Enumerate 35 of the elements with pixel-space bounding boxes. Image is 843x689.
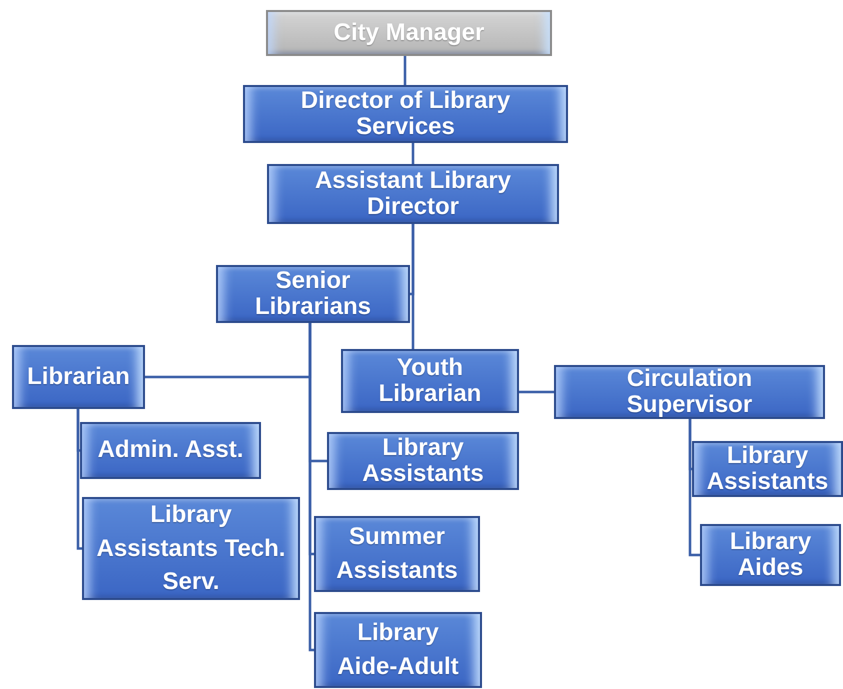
position-box	[554, 365, 825, 419]
position-title: Library Assistants Tech. Serv.	[96, 500, 286, 598]
position-title: Summer Assistants	[335, 522, 459, 586]
connector-line	[519, 390, 554, 394]
position-title: City Manager	[334, 20, 484, 46]
position-box	[216, 265, 410, 323]
position-title: Librarian	[27, 364, 130, 390]
position-box	[692, 441, 843, 497]
position-box	[82, 497, 300, 600]
position-box	[80, 422, 261, 479]
position-title: Circulation Supervisor	[626, 366, 754, 418]
position-title: Assistant Library Director	[314, 168, 512, 220]
position-title: Library Aides	[728, 528, 812, 582]
position-box	[700, 524, 841, 586]
position-box	[267, 164, 559, 224]
position-title: Library Assistants	[361, 434, 485, 488]
position-box	[314, 516, 480, 592]
position-box	[314, 612, 482, 688]
position-title: Senior Librarians	[254, 268, 372, 320]
position-title: Youth Librarian	[378, 354, 482, 408]
connector-line	[76, 409, 82, 550]
position-box	[327, 432, 519, 490]
position-box	[12, 345, 145, 409]
connector-line	[308, 323, 314, 652]
connector-line	[412, 224, 414, 349]
connector-line	[404, 56, 406, 85]
connector-line	[412, 143, 414, 164]
connector-line	[688, 419, 700, 556]
position-title: Director of Library Services	[300, 88, 512, 140]
position-box	[243, 85, 568, 143]
position-title: Library Assistants	[706, 442, 830, 496]
position-box	[341, 349, 519, 413]
position-title: Admin. Asst.	[98, 437, 244, 464]
position-box	[266, 10, 552, 56]
position-title: Library Aide-Adult	[336, 618, 460, 682]
